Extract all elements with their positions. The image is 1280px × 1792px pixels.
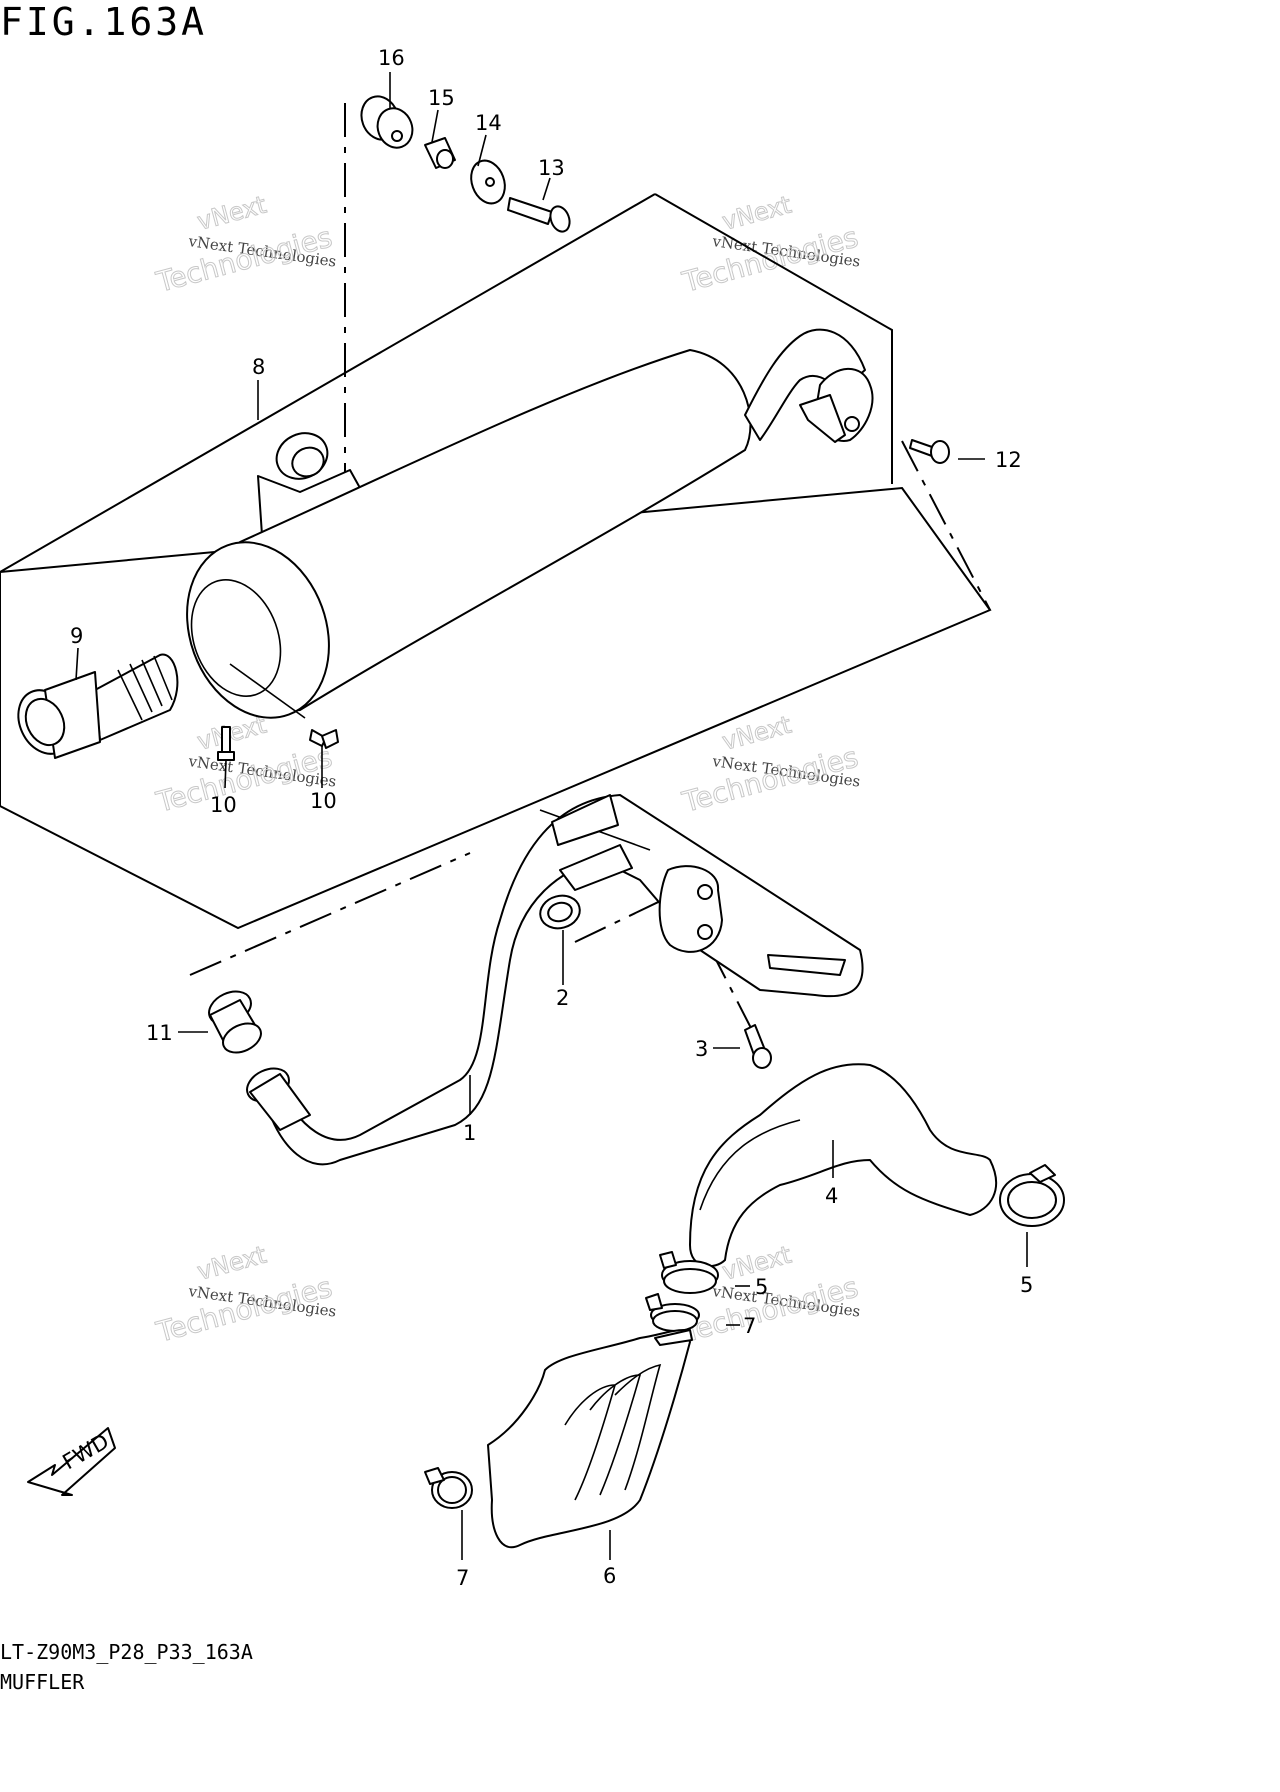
callout-4: 4 (825, 1184, 838, 1208)
gasket-2[interactable] (537, 891, 584, 932)
fwd-arrow-icon: FWD (27, 1427, 116, 1496)
washer-16[interactable] (356, 91, 418, 152)
callout-1: 1 (463, 1121, 476, 1145)
clamp-7-bottom[interactable] (424, 1467, 473, 1509)
heat-shield[interactable] (487, 1329, 693, 1549)
callout-5a: 5 (755, 1275, 768, 1299)
svg-text:vNext: vNext (194, 1241, 269, 1286)
assembly-frame (0, 193, 992, 930)
washer-14[interactable] (465, 156, 510, 208)
callout-5b: 5 (1020, 1273, 1033, 1297)
muffler-body[interactable] (163, 328, 874, 738)
center-line-bolt12 (901, 440, 991, 611)
callout-12: 12 (995, 448, 1022, 472)
bolt-13[interactable] (507, 197, 573, 234)
exhaust-pipe[interactable] (242, 794, 864, 1166)
bolt-3[interactable] (744, 1024, 772, 1069)
callout-10b: 10 (310, 789, 337, 813)
collar-15[interactable] (424, 137, 456, 169)
watermark-bottom-left: vNext vNext Technologies Technologies (152, 1240, 338, 1349)
clamp-5-left[interactable] (659, 1251, 719, 1294)
callout-10a: 10 (210, 793, 237, 817)
callout-14: 14 (475, 111, 502, 135)
callout-11: 11 (146, 1021, 173, 1045)
callout-6: 6 (603, 1564, 616, 1588)
watermark-mid-right: vNext vNext Technologies Technologies (678, 710, 862, 819)
svg-text:vNext: vNext (719, 191, 794, 236)
callout-9: 9 (70, 624, 83, 648)
clamp-7-top[interactable] (645, 1293, 700, 1332)
figure-title: FIG.163A (0, 0, 208, 44)
diagram-code: LT-Z90M3_P28_P33_163A (0, 1640, 253, 1664)
clamp-5-right[interactable] (999, 1164, 1065, 1227)
svg-text:vNext: vNext (194, 711, 269, 756)
screw-10a[interactable] (217, 726, 235, 761)
joint-pipe-4[interactable] (689, 1063, 997, 1268)
callout-7b: 7 (456, 1566, 469, 1590)
svg-text:vNext: vNext (194, 191, 269, 236)
gasket-11[interactable] (204, 985, 266, 1058)
callout-7a: 7 (743, 1314, 756, 1338)
watermark-top-right: vNext vNext Technologies Technologies (678, 190, 862, 299)
screw-10b[interactable] (309, 729, 339, 749)
spark-arrester[interactable] (8, 653, 179, 763)
diagram-name: MUFFLER (0, 1670, 85, 1694)
center-line-pipe (189, 852, 471, 976)
callout-16: 16 (378, 46, 405, 70)
leader-lines (75, 72, 1028, 1560)
callout-3: 3 (695, 1037, 708, 1061)
callout-13: 13 (538, 156, 565, 180)
svg-text:vNext: vNext (719, 711, 794, 756)
callout-2: 2 (556, 986, 569, 1010)
bolt-12[interactable] (909, 439, 950, 464)
center-line-flange (574, 881, 701, 943)
watermark-top-left: vNext vNext Technologies Technologies (152, 190, 338, 299)
callout-8: 8 (252, 355, 265, 379)
callout-15: 15 (428, 86, 455, 110)
